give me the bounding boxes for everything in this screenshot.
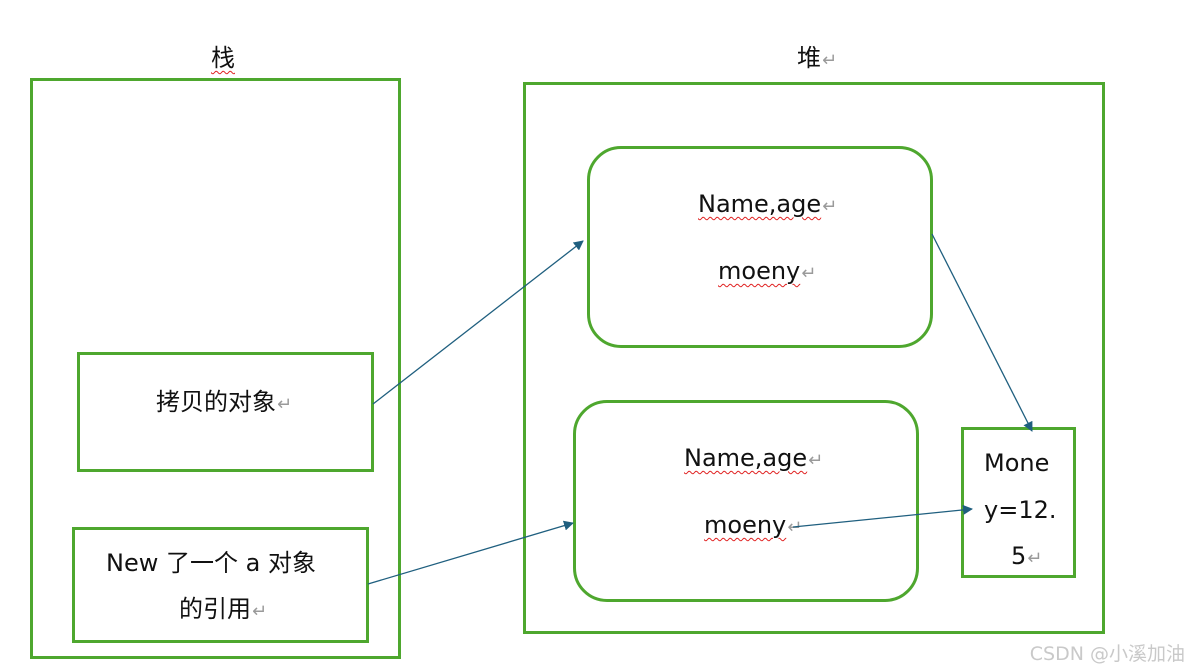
heap-object-1-field1: Name,age: [698, 190, 837, 221]
arrow-moeny-to-money: [792, 504, 973, 528]
arrow-reference-to-object2: [367, 520, 574, 585]
money-line2: y=12.: [984, 496, 1057, 524]
heap-object-2-field1: Name,age: [684, 444, 823, 475]
heap-object-1-field2: moeny: [718, 257, 816, 288]
heap-title: 堆: [797, 44, 837, 75]
arrow-copy-to-object1: [372, 240, 584, 405]
copy-object-label: 拷贝的对象: [156, 388, 292, 419]
new-reference-box: New 了一个 a 对象 的引用: [72, 527, 369, 643]
money-box: Mone y=12. 5: [961, 427, 1076, 578]
return-mark-icon: [1027, 548, 1042, 569]
return-mark-icon: [252, 601, 267, 622]
return-mark-icon: [822, 196, 837, 217]
new-reference-line2: 的引用: [179, 595, 267, 626]
return-mark-icon: [822, 50, 837, 71]
heap-object-1: Name,age moeny: [587, 146, 933, 348]
stack-title: 栈: [211, 44, 235, 72]
return-mark-icon: [277, 394, 292, 415]
copy-object-box: 拷贝的对象: [77, 352, 374, 472]
arrow-object1-to-money: [931, 233, 1033, 432]
money-line3: 5: [1011, 542, 1042, 573]
money-line1: Mone: [984, 449, 1050, 477]
heap-object-2: Name,age moeny: [573, 400, 919, 602]
watermark: CSDN @小溪加油: [1029, 643, 1185, 665]
return-mark-icon: [787, 517, 802, 538]
return-mark-icon: [808, 450, 823, 471]
return-mark-icon: [801, 263, 816, 284]
new-reference-line1: New 了一个 a 对象: [106, 549, 316, 577]
heap-object-2-field2: moeny: [704, 511, 802, 542]
